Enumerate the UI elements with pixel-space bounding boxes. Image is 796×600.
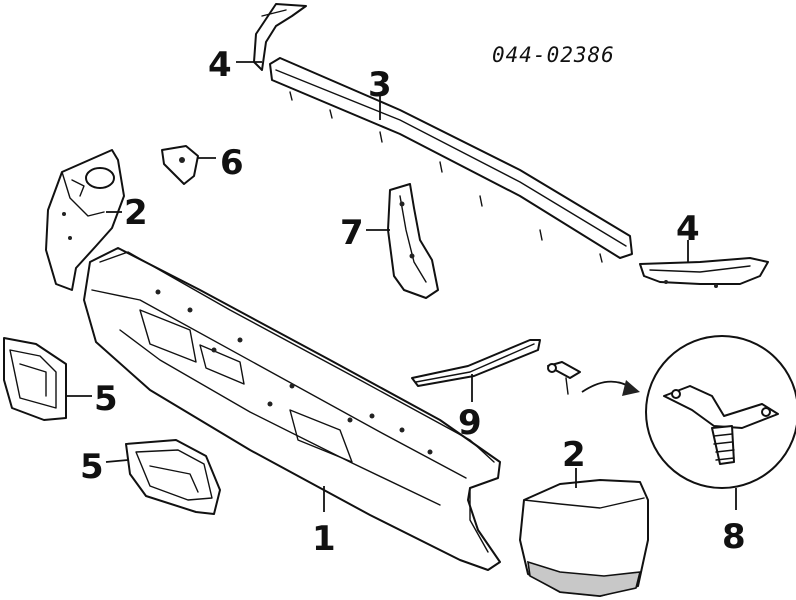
arrow-head-icon: [622, 380, 640, 396]
mounting-bracket: [387, 183, 439, 299]
callout-6: 6: [220, 143, 244, 183]
brace-rod: [411, 339, 541, 387]
callout-3: 3: [368, 65, 392, 105]
right-end-molding: [639, 257, 769, 288]
callout-7: 7: [340, 213, 364, 253]
callout-4-right: 4: [676, 209, 700, 249]
callout-8: 8: [722, 517, 746, 557]
bumper-face-bar: [83, 247, 501, 571]
lower-fog-lamp-housing: [125, 439, 221, 515]
detail-view-8: [645, 335, 796, 489]
left-corner-extension: [45, 149, 125, 291]
callout-2-left: 2: [124, 193, 148, 233]
top-end-molding: [253, 3, 307, 71]
callout-5-lower: 5: [80, 447, 104, 487]
leader-5-lower: [105, 459, 129, 463]
upper-fog-lamp-housing: [3, 337, 67, 421]
fastener-bolt: [547, 361, 581, 395]
right-corner-cover: [519, 479, 649, 597]
catalog-number: 044-02386: [492, 43, 615, 67]
callout-9: 9: [458, 403, 482, 443]
callout-5-upper: 5: [94, 379, 118, 419]
retainer-clip: [161, 145, 199, 185]
callout-2-right: 2: [562, 435, 586, 475]
upper-molding-strip: [269, 57, 633, 263]
callout-4-top: 4: [208, 45, 232, 85]
callout-1: 1: [312, 519, 336, 559]
